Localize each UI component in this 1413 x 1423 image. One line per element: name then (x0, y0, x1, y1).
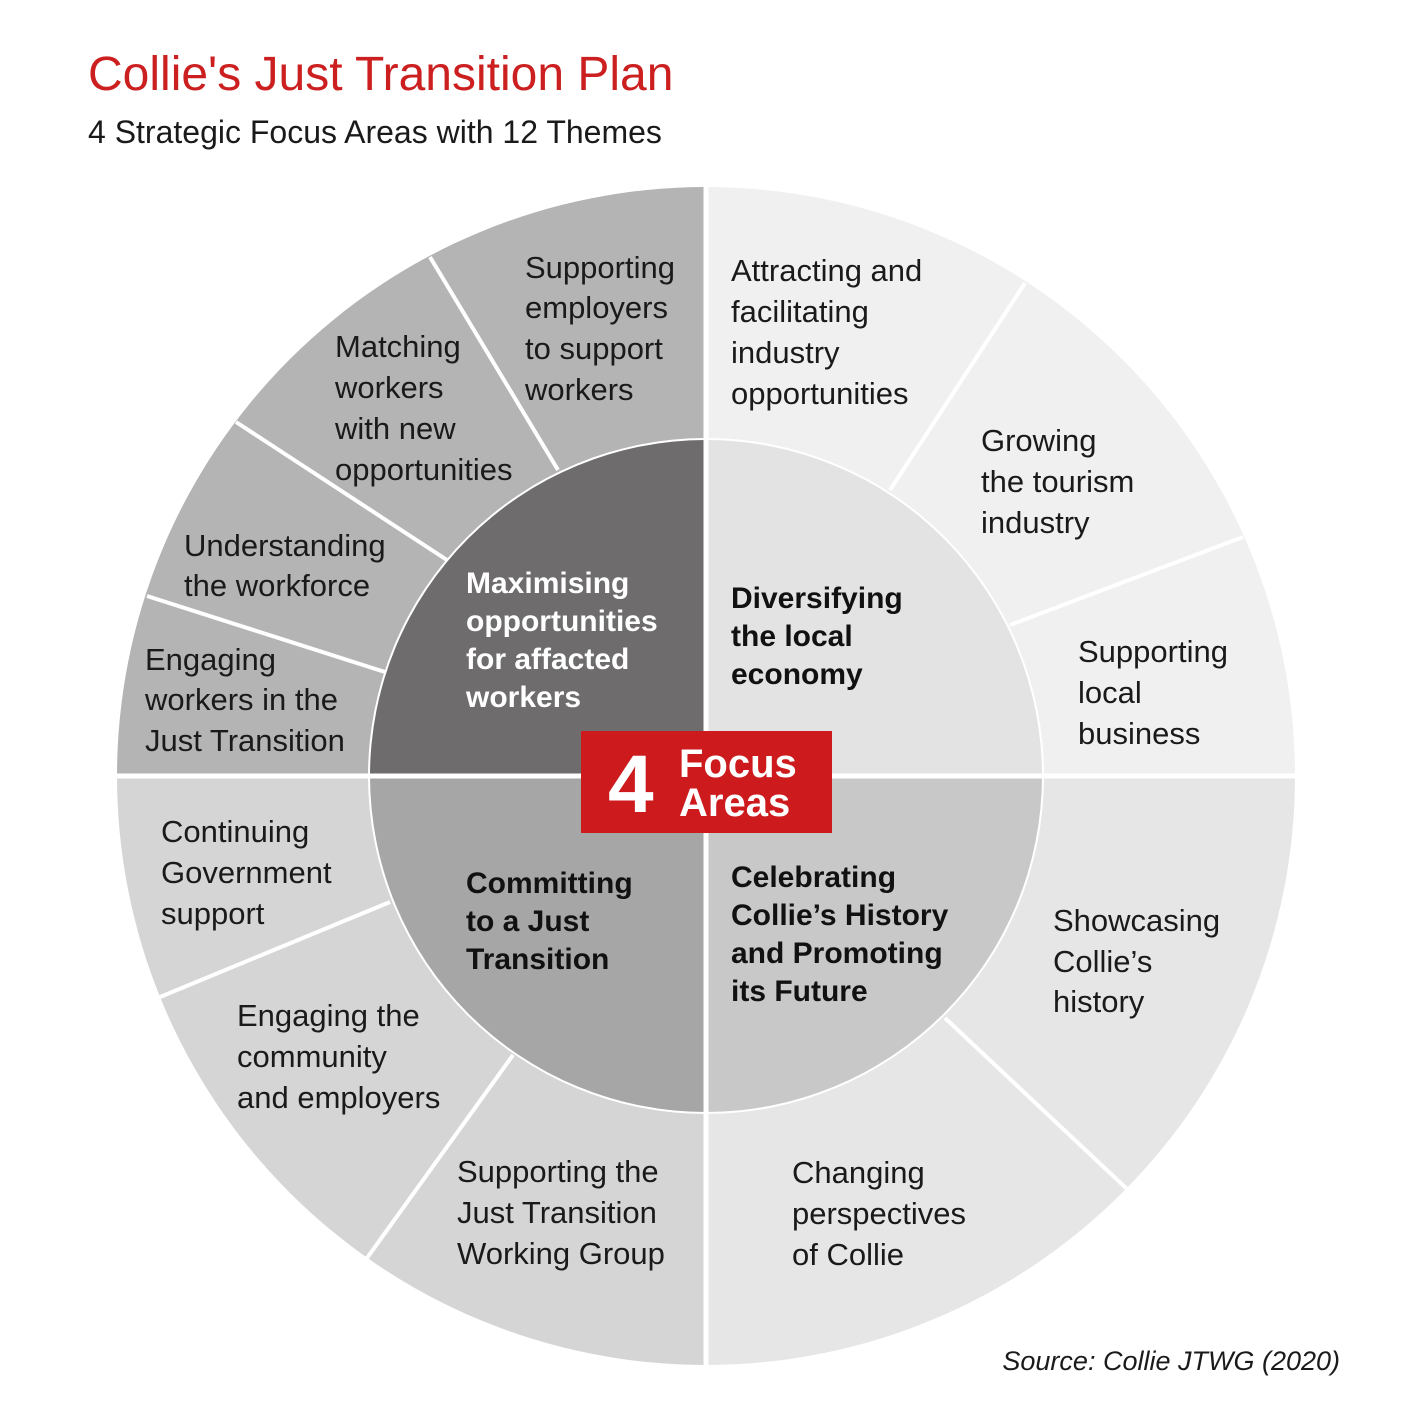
page-title: Collie's Just Transition Plan (88, 48, 673, 101)
inner-sector-celebrating (706, 776, 1042, 1112)
theme-dividers (146, 255, 1244, 1260)
source-note: Source: Collie JTWG (2020) (1002, 1346, 1340, 1376)
page-subtitle: 4 Strategic Focus Areas with 12 Themes (88, 114, 662, 150)
badge-number: 4 (608, 739, 654, 830)
badge-line2: Areas (679, 781, 790, 825)
inner-sector-committing (370, 776, 706, 1112)
inner-sector-diversifying (706, 440, 1042, 776)
badge-line1: Focus (679, 742, 797, 786)
inner-sector-maximising (370, 440, 706, 776)
center-badge: 4 Focus Areas (581, 731, 832, 833)
